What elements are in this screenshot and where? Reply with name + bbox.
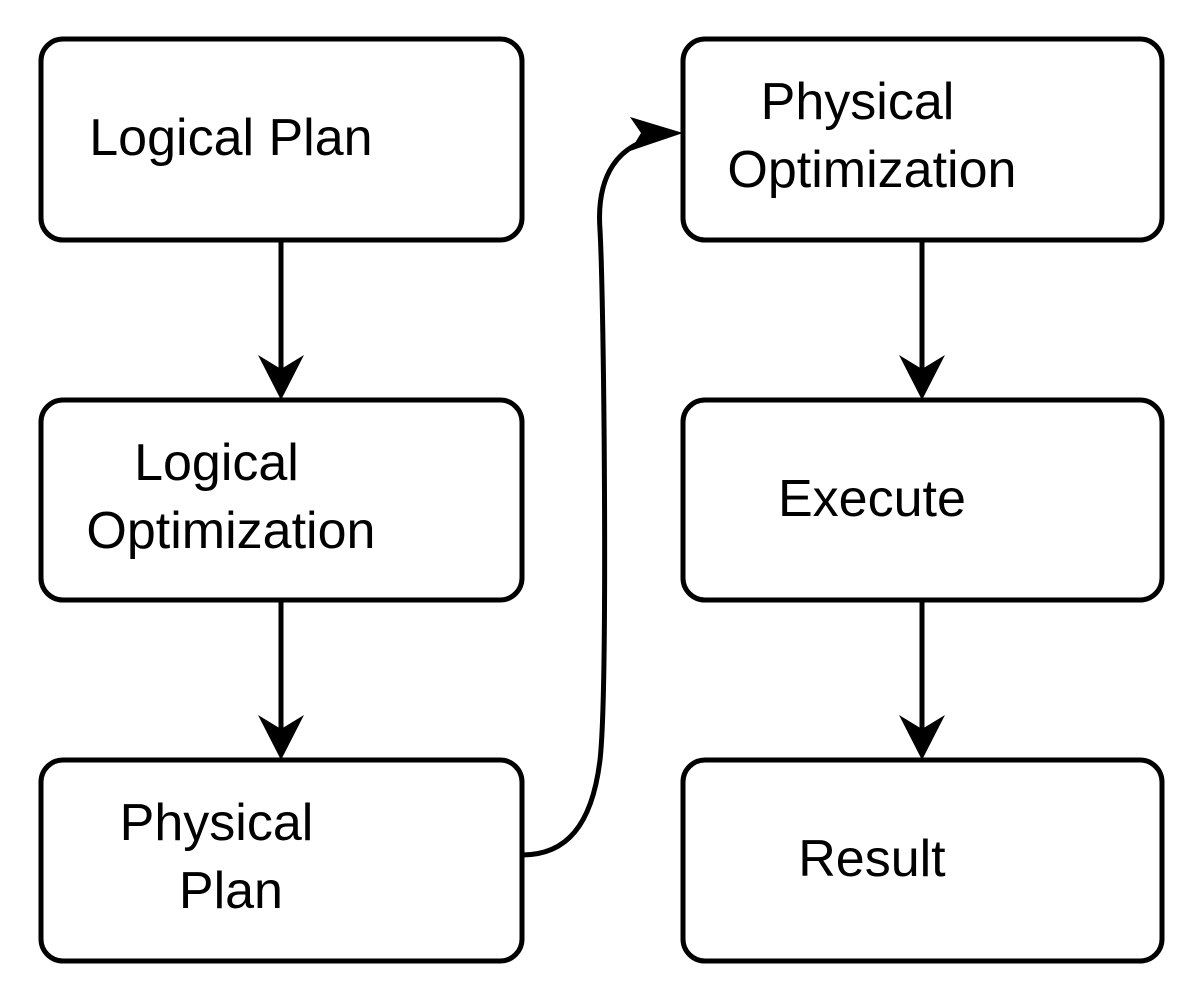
node-logical-optimization[interactable]: Logical Optimization [38,397,525,603]
node-shape[interactable] [680,36,1165,243]
node-physical-plan[interactable]: Physical Plan [38,757,525,964]
node-label: Physical Optimization [727,73,1117,199]
node-result[interactable]: Result [680,757,1165,964]
edge-physical-optimization-to-execute [899,240,945,400]
node-label-line: Execute [778,470,966,528]
node-label: Logical Plan [89,109,473,167]
edge-physical-plan-to-physical-optimization [521,117,683,858]
node-execute[interactable]: Execute [680,397,1165,603]
edge-logical-optimization-to-physical-plan [258,600,304,760]
node-physical-optimization[interactable]: Physical Optimization [680,36,1165,243]
node-label: Result [798,830,1047,888]
node-label: Logical Optimization [86,434,476,560]
node-label-line: Result [798,830,946,888]
edge-curve [521,134,661,858]
arrowhead-down-icon [258,715,304,760]
arrowhead-down-icon [258,355,304,400]
node-label: Execute [778,470,1067,528]
node-shape[interactable] [680,397,1165,603]
arrowhead-down-icon [899,355,945,400]
node-label: Physical Plan [120,794,444,920]
edge-execute-to-result [899,600,945,760]
node-logical-plan[interactable]: Logical Plan [38,36,525,243]
node-label-line: Optimization [86,502,375,560]
node-label-line: Physical [120,794,314,852]
node-label-line: Logical Plan [89,109,372,167]
edge-logical-plan-to-logical-optimization [258,240,304,400]
node-shape[interactable] [680,757,1165,964]
node-label-line: Plan [179,862,283,920]
node-label-line: Optimization [727,141,1016,199]
node-label-line: Logical [134,434,299,492]
arrowhead-down-icon [899,715,945,760]
node-shape[interactable] [38,36,525,243]
node-label-line: Physical [761,73,955,131]
node-shape[interactable] [38,757,525,964]
node-shape[interactable] [38,397,525,603]
arrowhead-right-icon [630,117,683,151]
